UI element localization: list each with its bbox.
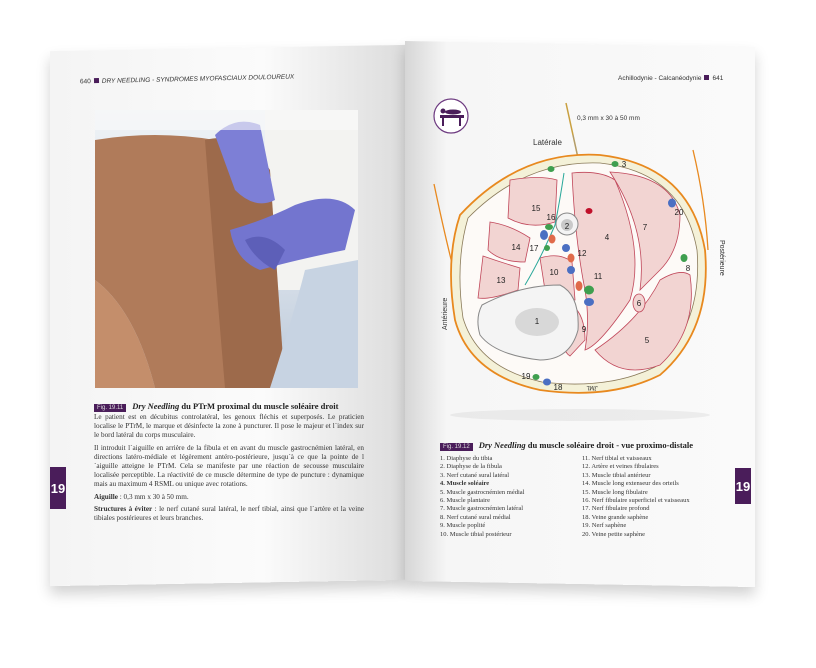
muscle-15 xyxy=(507,177,558,226)
vessels-and-nerves xyxy=(532,161,688,386)
avoid-value: : le nerf cutané sural latéral, le nerf … xyxy=(94,504,364,523)
legend-item: 5. Muscle gastrocnémien médial xyxy=(440,488,525,496)
label-12: 12 xyxy=(578,249,587,258)
legend-column-1: 1. Diaphyse du tibia 2. Diaphyse de la f… xyxy=(440,455,524,539)
right-figure-tag: Fig. 19.12 xyxy=(440,443,473,451)
structure-numbers: 1 2 3 4 5 6 7 8 9 10 11 12 13 14 15 16 1… xyxy=(497,160,691,392)
muscle-6 xyxy=(632,293,646,313)
legend-item: 2. Diaphyse de la fibula xyxy=(440,463,502,471)
right-figure-caption: Fig. 19.12 Dry Needling du muscle soléair… xyxy=(440,440,694,451)
legend-item: 6. Muscle plantaire xyxy=(440,497,490,505)
legend-column-2: 11. Nerf tibial et vaisseaux 12. Artère … xyxy=(582,455,690,539)
legend-item: 4. Muscle soléaire xyxy=(440,480,490,488)
label-7: 7 xyxy=(643,223,648,232)
label-11: 11 xyxy=(594,272,603,281)
label-1: 1 xyxy=(535,317,540,326)
treatment-photo xyxy=(95,110,358,388)
legend-item: 12. Artère et veines fibulaires xyxy=(582,463,659,471)
legend-item: 17. Nerf fibulaire profond xyxy=(582,505,650,513)
right-figure-title: du muscle soléaire droit - vue proximo-d… xyxy=(525,440,694,450)
trigger-point xyxy=(585,208,593,214)
label-16: 16 xyxy=(547,213,556,222)
legend-item: 10. Muscle tibial postérieur xyxy=(440,530,512,538)
label-9: 9 xyxy=(582,325,587,334)
left-figure-title: du PTrM proximal du muscle soléaire droi… xyxy=(179,401,339,411)
paragraph: Le patient est en décubitus controlatéra… xyxy=(94,413,364,440)
needle-label: Aiguille xyxy=(94,492,118,501)
right-figure-title-italic: Dry Needling xyxy=(478,440,526,450)
label-17: 17 xyxy=(530,244,539,253)
legend-item: 13. Muscle tibial antérieur xyxy=(582,471,651,479)
label-19: 19 xyxy=(522,372,531,381)
label-18: 18 xyxy=(554,383,563,392)
legend-item: 19. Nerf saphène xyxy=(582,522,627,530)
legend-item: 15. Muscle long fibulaire xyxy=(582,488,648,496)
label-4: 4 xyxy=(605,233,610,242)
label-6: 6 xyxy=(637,299,642,308)
label-20: 20 xyxy=(675,208,684,217)
legend-item: 11. Nerf tibial et vaisseaux xyxy=(582,455,652,462)
structures-to-avoid: Structures à éviter : le nerf cutané sur… xyxy=(94,505,364,523)
needle-spec: Aiguille : 0,3 mm x 30 à 50 mm. xyxy=(94,493,364,502)
right-running-head: Achillodynie - Calcanéodynie 641 xyxy=(618,75,723,82)
illustrator-signature: JML xyxy=(586,384,598,390)
needle-size-label: 0,3 mm x 30 à 50 mm xyxy=(577,115,640,122)
photo-illustration xyxy=(95,110,358,388)
muscle-7 xyxy=(609,171,681,292)
left-body-text: Le patient est en décubitus controlatéra… xyxy=(94,413,364,526)
lateral-label: Latérale xyxy=(533,138,562,147)
legend-item: 8. Nerf cutané sural médial xyxy=(440,513,511,521)
needle-value: : 0,3 mm x 30 à 50 mm. xyxy=(117,492,189,501)
avoid-label: Structures à éviter xyxy=(94,504,153,513)
left-chapter-tab: 19 xyxy=(50,467,66,509)
label-10: 10 xyxy=(550,268,559,277)
label-5: 5 xyxy=(645,336,650,345)
legend-item: 16. Nerf fibulaire superficiel et vaisse… xyxy=(582,497,690,505)
legend-item: 18. Veine grande saphène xyxy=(582,513,649,521)
square-bullet-icon xyxy=(704,75,710,80)
right-chapter-tab: 19 xyxy=(735,468,751,504)
label-3: 3 xyxy=(622,160,627,169)
patient-lying-icon xyxy=(433,98,469,134)
right-page-number: 641 xyxy=(712,75,724,82)
label-2: 2 xyxy=(565,222,570,231)
anterior-label: Antérieure xyxy=(442,298,449,330)
legend-item: 9. Muscle poplité xyxy=(440,522,486,530)
muscle-13 xyxy=(477,255,521,299)
legend-item: 20. Veine petite saphène xyxy=(582,530,646,538)
legend-item: 7. Muscle gastrocnémien latéral xyxy=(440,505,524,513)
muscle-14 xyxy=(487,221,531,263)
legend-item: 1. Diaphyse du tibia xyxy=(440,455,493,462)
paragraph: Il introduit l´aiguille en arrière de la… xyxy=(94,443,364,489)
posterior-label: Postérieure xyxy=(718,240,725,276)
label-8: 8 xyxy=(686,264,691,273)
right-running-title: Achillodynie - Calcanéodynie xyxy=(618,75,702,82)
label-14: 14 xyxy=(512,243,521,252)
label-13: 13 xyxy=(497,276,506,285)
legend-item: 14. Muscle long extenseur des orteils xyxy=(582,480,679,488)
left-figure-caption: Fig. 19.11 Dry Needling du PTrM proximal … xyxy=(94,401,339,412)
left-figure-tag: Fig. 19.11 xyxy=(94,404,127,412)
left-figure-title-italic: Dry Needling xyxy=(132,401,180,411)
legend-item: 3. Nerf cutané sural latéral xyxy=(440,471,510,479)
label-15: 15 xyxy=(532,204,541,213)
